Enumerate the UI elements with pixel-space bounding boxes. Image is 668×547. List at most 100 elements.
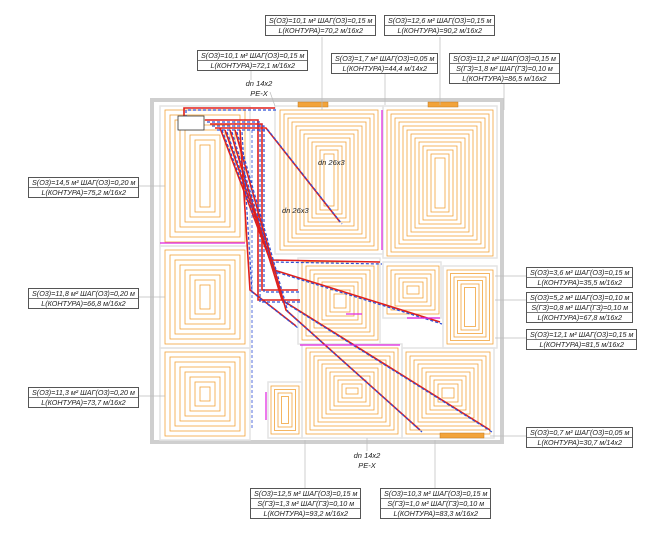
pipe-band — [297, 101, 329, 108]
heating-loop-turn — [199, 284, 211, 310]
heating-loop-turn — [317, 277, 363, 325]
heating-loop-turn — [164, 351, 246, 437]
heating-loop-turn — [194, 139, 216, 213]
heating-loop-turn — [291, 121, 367, 239]
room-wall — [159, 347, 251, 441]
room-wall — [442, 265, 498, 349]
heating-loop-turn — [189, 274, 221, 320]
heating-loop-turn — [460, 283, 480, 331]
leader-lines — [138, 37, 526, 488]
heating-loop-turn — [305, 347, 399, 435]
heating-loop-turn — [311, 141, 347, 219]
supply-pipe — [229, 129, 491, 431]
heating-loop-turn — [434, 157, 446, 209]
heating-loop-turn — [345, 387, 359, 395]
heating-loop-turn — [325, 285, 355, 317]
heating-loop-turn — [398, 277, 428, 303]
return-pipe — [207, 121, 302, 303]
outer-wall — [150, 98, 504, 444]
heating-loop-turn — [386, 109, 494, 257]
heating-loop-turn — [189, 376, 221, 412]
heating-loop-turn — [446, 269, 494, 345]
heating-loop-turn — [194, 279, 216, 315]
heating-loop-turn — [281, 396, 289, 424]
heating-loop-turn — [287, 117, 371, 243]
heating-loop-turn — [402, 281, 424, 299]
heating-loop-turn — [164, 249, 246, 345]
heating-loop-turn — [307, 137, 351, 223]
heating-loop-turn — [421, 367, 475, 419]
main-pipe-note-2: dn 26x3 — [282, 206, 309, 215]
building-walls — [150, 98, 504, 444]
heating-loop-turn — [179, 124, 231, 228]
heating-loop-turn — [410, 133, 470, 233]
heating-loop-turn — [199, 386, 211, 402]
heating-loop-turn — [418, 141, 462, 225]
heating-loop-turn — [441, 387, 455, 399]
heating-loops — [164, 101, 494, 439]
heating-loop-turn — [341, 383, 363, 399]
heating-loop-turn — [390, 269, 436, 311]
heating-loop-turn — [457, 280, 483, 334]
heating-loop-turn — [305, 265, 375, 337]
heating-loop-turn — [189, 134, 221, 218]
heating-loop-turn — [433, 379, 463, 407]
heating-loop-turn — [417, 363, 479, 423]
return-pipe — [185, 109, 277, 118]
heating-loop-turn — [179, 264, 231, 330]
heating-loop-turn — [323, 153, 335, 207]
heating-loop-turn — [184, 269, 226, 325]
heating-loop-turn — [295, 125, 363, 235]
heating-loop-turn — [329, 371, 375, 411]
heating-loop-turn — [313, 355, 391, 427]
heating-loop-turn — [184, 371, 226, 417]
room-wall — [382, 105, 498, 259]
supply-pipe — [183, 107, 275, 116]
heating-loop-turn — [174, 259, 236, 335]
heating-loop-turn — [194, 381, 216, 407]
heating-loop-turn — [333, 375, 371, 407]
room-wall — [159, 105, 251, 247]
heating-loop-turn — [179, 366, 231, 422]
heating-loop-turn — [279, 109, 379, 251]
supply-return-pipes — [160, 107, 493, 433]
heating-loop-turn — [394, 273, 432, 307]
leader-line — [269, 91, 276, 107]
heating-loop-turn — [437, 383, 459, 403]
return-pipe — [217, 129, 343, 225]
heating-loop-turn — [430, 153, 450, 213]
heating-loop-turn — [450, 273, 490, 341]
main-pipe-note-1: dn 26x3 — [318, 158, 345, 167]
heating-loop-turn — [319, 149, 339, 211]
heating-loop-turn — [315, 145, 343, 215]
heating-loop-turn — [169, 356, 241, 432]
heating-loop-turn — [321, 281, 359, 321]
heating-loop-turn — [169, 114, 241, 238]
pipe-band — [427, 101, 459, 108]
heating-loop-turn — [406, 129, 474, 237]
room-wall — [274, 105, 384, 255]
heating-loop-turn — [394, 117, 486, 249]
heating-loop-turn — [303, 133, 355, 227]
heating-loop-turn — [274, 389, 296, 431]
heating-loop-turn — [414, 137, 466, 229]
heating-loop-turn — [406, 285, 420, 295]
heating-loop-turn — [309, 351, 395, 431]
return-pipe — [236, 131, 423, 433]
heating-loop-turn — [333, 293, 347, 309]
heating-loop-turn — [184, 129, 226, 223]
heating-loop-turn — [277, 392, 293, 428]
